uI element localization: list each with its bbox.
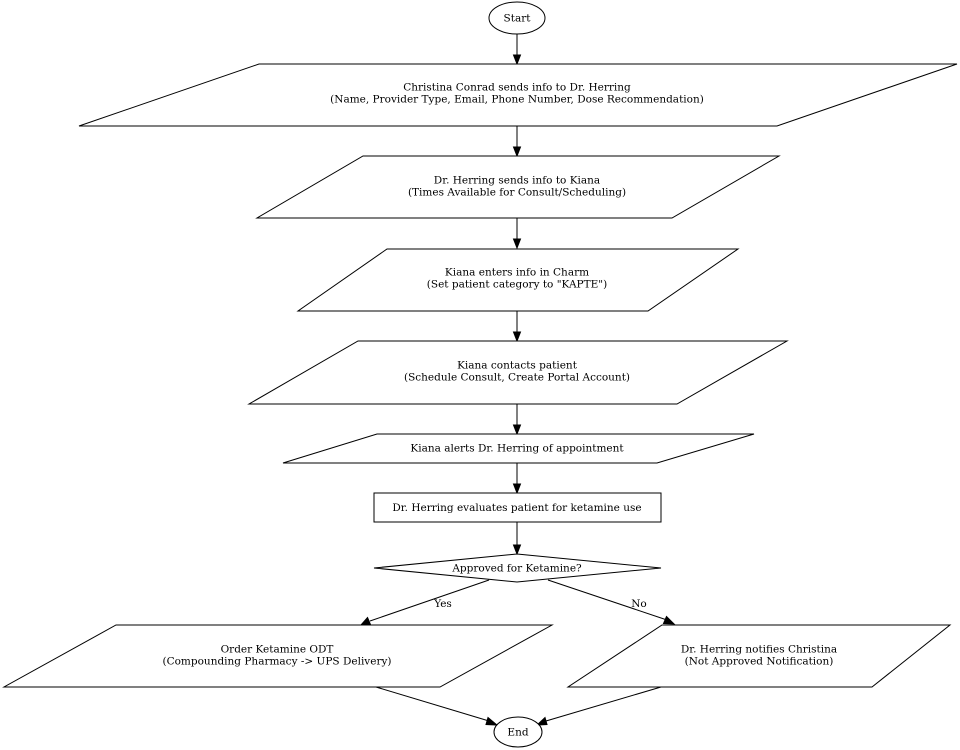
order-ketamine-line1: Order Ketamine ODT: [221, 644, 334, 656]
kiana-alerts-node: Kiana alerts Dr. Herring of appointment: [282, 433, 755, 464]
edge-conrad-to-herring-sends: [512, 126, 522, 158]
start-node: Start: [488, 1, 546, 35]
start-label: Start: [504, 13, 532, 25]
edge-label-no: No: [631, 598, 647, 610]
edge-kiana-alerts-to-evaluates: [512, 463, 522, 495]
edge-kiana-enters-to-kiana-contacts: [512, 311, 522, 343]
kiana-enters-line1: Kiana enters info in Charm: [445, 267, 589, 279]
edge-start-to-conrad: [512, 34, 522, 66]
edge-label-yes: Yes: [433, 598, 452, 610]
conrad-sends-line2: (Name, Provider Type, Email, Phone Numbe…: [330, 94, 704, 106]
herring-notifies-line2: (Not Approved Notification): [685, 656, 834, 668]
order-ketamine-line2: (Compounding Pharmacy -> UPS Delivery): [162, 656, 391, 668]
edge-evaluates-to-decision: [512, 522, 522, 556]
edge-notifies-to-end: [535, 686, 662, 726]
herring-notifies-line1: Dr. Herring notifies Christina: [681, 644, 837, 656]
approved-decision-label: Approved for Ketamine?: [451, 563, 582, 575]
edge-kiana-contacts-to-kiana-alerts: [512, 404, 522, 436]
end-label: End: [507, 727, 528, 739]
edge-order-to-end: [375, 686, 499, 726]
kiana-alerts-label: Kiana alerts Dr. Herring of appointment: [410, 443, 624, 455]
herring-evaluates-label: Dr. Herring evaluates patient for ketami…: [392, 502, 641, 514]
kiana-contacts-line1: Kiana contacts patient: [457, 360, 578, 372]
kiana-contacts-line2: (Schedule Consult, Create Portal Account…: [404, 372, 630, 384]
conrad-sends-node: Christina Conrad sends info to Dr. Herri…: [78, 63, 958, 127]
approved-decision-node: Approved for Ketamine?: [373, 553, 662, 583]
herring-evaluates-node: Dr. Herring evaluates patient for ketami…: [373, 492, 662, 523]
kiana-contacts-node: Kiana contacts patient (Schedule Consult…: [247, 340, 789, 405]
order-ketamine-node: Order Ketamine ODT (Compounding Pharmacy…: [2, 624, 554, 688]
herring-sends-node: Dr. Herring sends info to Kiana (Times A…: [255, 155, 781, 219]
conrad-sends-line1: Christina Conrad sends info to Dr. Herri…: [403, 82, 631, 94]
herring-sends-line2: (Times Available for Consult/Scheduling): [408, 187, 626, 199]
edge-decision-no-to-notifies: [547, 579, 676, 625]
kiana-enters-node: Kiana enters info in Charm (Set patient …: [296, 248, 740, 312]
kiana-enters-line2: (Set patient category to "KAPTE"): [427, 279, 607, 291]
edge-herring-sends-to-kiana-enters: [512, 218, 522, 250]
end-node: End: [493, 716, 543, 748]
herring-notifies-node: Dr. Herring notifies Christina (Not Appr…: [566, 624, 952, 688]
herring-sends-line1: Dr. Herring sends info to Kiana: [434, 175, 600, 187]
edge-decision-yes-to-order: [359, 579, 490, 626]
